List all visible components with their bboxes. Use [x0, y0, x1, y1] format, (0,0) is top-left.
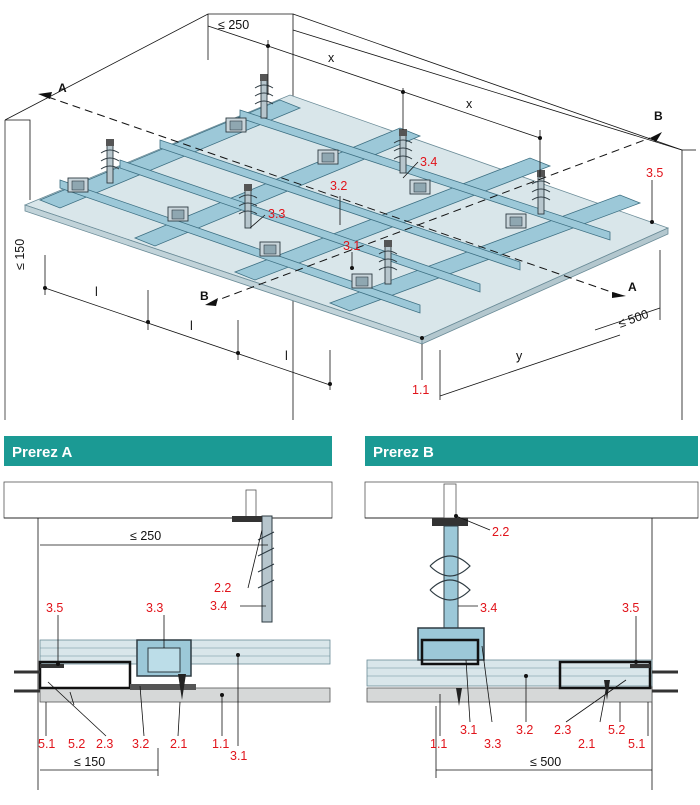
iso-label-3-5: 3.5: [646, 166, 663, 180]
section-b-label-3-1: 3.1: [460, 723, 477, 737]
section-a-label-2-2: 2.2: [214, 581, 231, 595]
section-a-right: A: [628, 280, 637, 294]
dim-y: y: [516, 349, 523, 363]
section-a-dim-max150: ≤ 150: [74, 755, 105, 769]
iso-label-3-1: 3.1: [343, 239, 360, 253]
section-b-title-bar: Prerez B: [365, 436, 698, 466]
section-b-dim-max500: ≤ 500: [530, 755, 561, 769]
dim-l3: l: [285, 349, 288, 363]
isometric-view: ≤ 250 x x ≤ 150 l l l ≤ 500 y A A B B 3.…: [4, 13, 696, 420]
section-b-label-5-2: 5.2: [608, 723, 625, 737]
section-b-drawing: ≤ 500 2.2 3.4 3.5 1.1 3.1 3.3 3.2 2.3 2.…: [364, 481, 699, 790]
dim-x1: x: [328, 51, 335, 65]
section-a-drawing: ≤ 250 ≤ 150 3.5 3.3 2.2 3.4 5.1 5.2 2.3 …: [3, 481, 333, 790]
section-b-label-3-3: 3.3: [484, 737, 501, 751]
dim-max250: ≤ 250: [218, 18, 249, 32]
section-b-label-2-1: 2.1: [578, 737, 595, 751]
dimension-lines: [43, 14, 661, 400]
section-a-leaders: [45, 529, 266, 746]
dim-l2: l: [190, 319, 193, 333]
section-a-label-3-3: 3.3: [146, 601, 163, 615]
section-b-label-5-1: 5.1: [628, 737, 645, 751]
section-b-right: B: [654, 109, 663, 123]
section-a-label-5-2: 5.2: [68, 737, 85, 751]
section-b-title: Prerez B: [373, 444, 434, 461]
iso-label-3-3: 3.3: [268, 207, 285, 221]
section-b-label-2-2: 2.2: [492, 525, 509, 539]
section-a-label-2-3: 2.3: [96, 737, 113, 751]
section-b-left: B: [200, 289, 209, 303]
section-a-label-3-2: 3.2: [132, 737, 149, 751]
section-a-label-5-1: 5.1: [38, 737, 55, 751]
iso-label-3-4: 3.4: [420, 155, 437, 169]
iso-label-3-2: 3.2: [330, 179, 347, 193]
section-b-label-1-1: 1.1: [430, 737, 447, 751]
section-b-label-3-4: 3.4: [480, 601, 497, 615]
section-a-title-bar: Prerez A: [4, 436, 332, 466]
section-a-label-3-4: 3.4: [210, 599, 227, 613]
section-a-board: [39, 687, 331, 703]
section-b-label-3-5: 3.5: [622, 601, 639, 615]
section-a-left: A: [58, 81, 67, 95]
dim-max500: ≤ 500: [616, 307, 650, 331]
iso-labels: 3.4 3.2 3.3 3.1 3.5 1.1: [249, 155, 663, 397]
section-a-label-3-1: 3.1: [230, 749, 247, 763]
section-a-label-3-5: 3.5: [46, 601, 63, 615]
section-b-leaders: [439, 514, 649, 736]
section-a-title: Prerez A: [12, 444, 72, 461]
section-b-label-3-2: 3.2: [516, 723, 533, 737]
section-a-label-1-1: 1.1: [212, 737, 229, 751]
section-lines: [38, 92, 662, 306]
section-b-label-2-3: 2.3: [554, 723, 571, 737]
section-a-dim-max250: ≤ 250: [130, 529, 161, 543]
dim-x2: x: [466, 97, 473, 111]
iso-label-1-1: 1.1: [412, 383, 429, 397]
section-a-label-2-1: 2.1: [170, 737, 187, 751]
dim-max150: ≤ 150: [13, 239, 27, 270]
dim-l1: l: [95, 285, 98, 299]
section-b-board: [366, 687, 653, 703]
